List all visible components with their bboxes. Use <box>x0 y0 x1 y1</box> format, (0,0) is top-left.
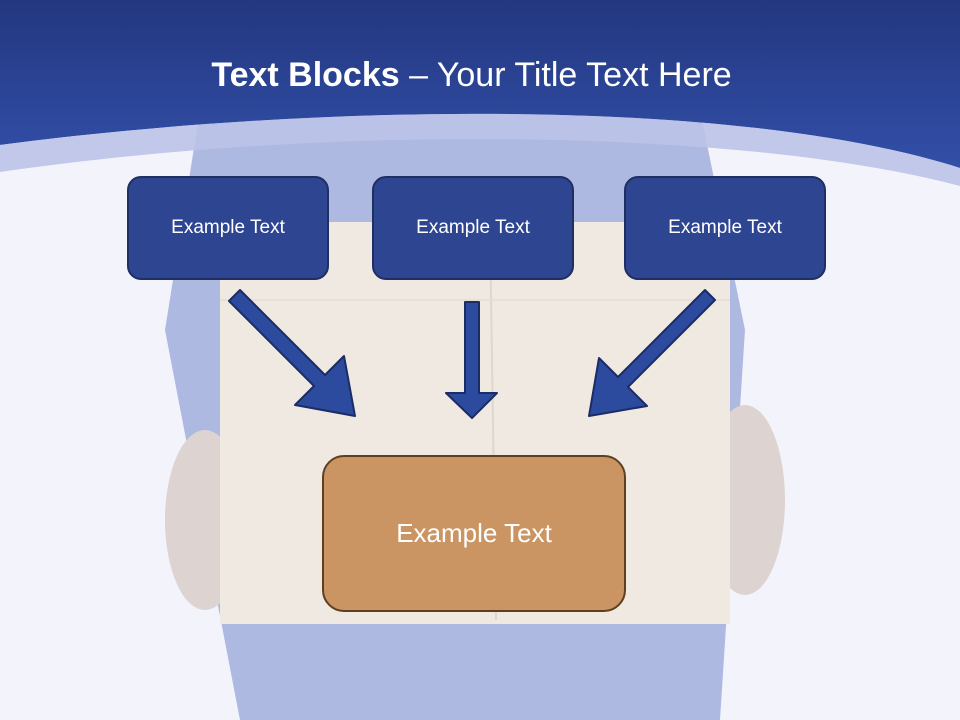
text-block-right: Example Text <box>624 176 826 280</box>
text-block-left-label: Example Text <box>171 217 285 238</box>
header-band <box>0 0 960 186</box>
text-block-right-label: Example Text <box>668 217 782 238</box>
title-rest: Your Title Text Here <box>436 56 732 94</box>
slide-title: Text Blocks – Your Title Text Here <box>0 52 943 98</box>
text-block-center: Example Text <box>372 176 574 280</box>
result-block: Example Text <box>322 455 626 612</box>
text-block-left: Example Text <box>127 176 329 280</box>
title-dash: – <box>399 56 437 94</box>
text-block-center-label: Example Text <box>416 217 530 238</box>
result-block-label: Example Text <box>396 518 552 548</box>
title-bold: Text Blocks <box>211 56 400 94</box>
